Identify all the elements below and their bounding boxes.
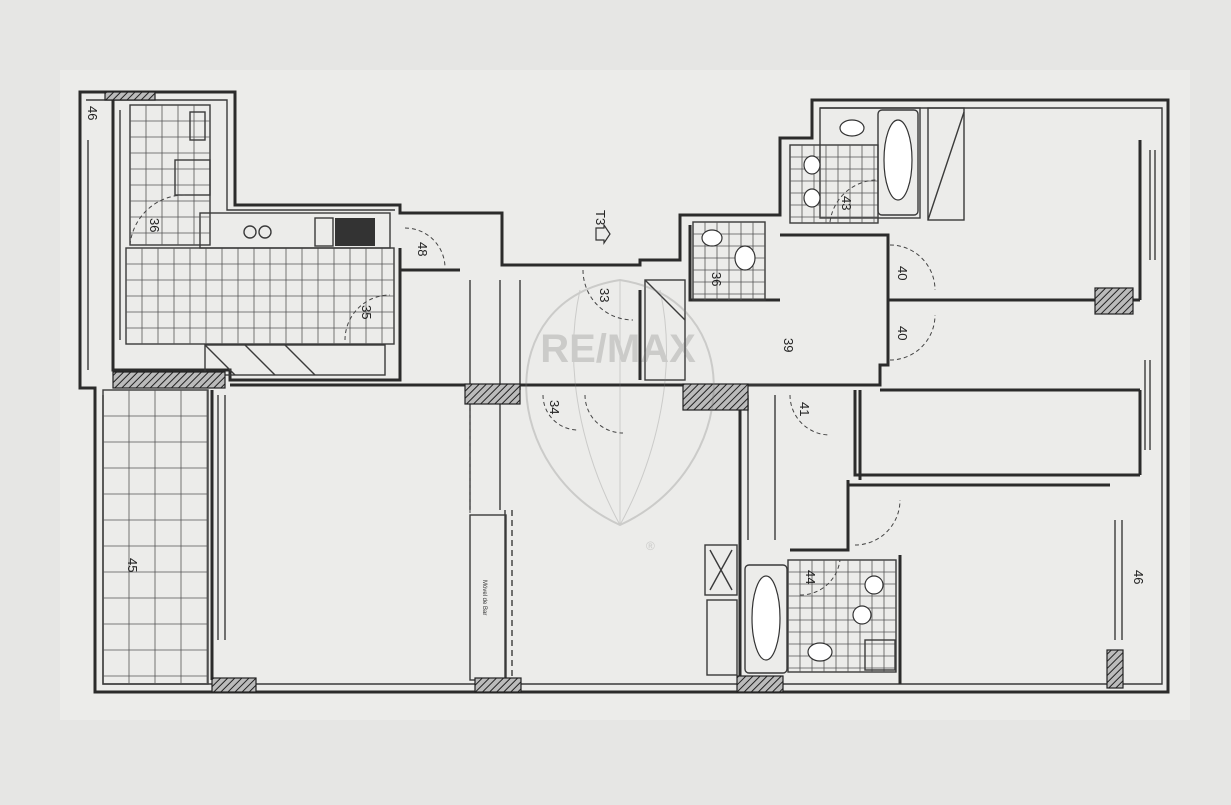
bathroom-bottom	[704, 544, 897, 676]
room-48-label: 48	[415, 242, 430, 256]
room-35-label: 35	[359, 305, 374, 319]
room-39-label: 39	[781, 338, 796, 352]
wardrobe-note: Móvel de Bar	[481, 580, 487, 615]
room-40a-label: 40	[895, 266, 910, 280]
interior-walls	[230, 140, 1142, 684]
stove	[335, 218, 375, 246]
room-36b-label: 36	[709, 272, 724, 286]
room-45-label: 45	[125, 558, 140, 572]
windows	[87, 140, 1156, 640]
balcony	[102, 110, 226, 685]
kitchen	[111, 100, 402, 382]
unit-label: T3	[593, 210, 608, 225]
watermark: RE/MAX ®	[525, 278, 715, 553]
watermark-text: RE/MAX	[540, 327, 696, 371]
door-swings	[404, 227, 936, 546]
laundry-tiles	[130, 105, 210, 245]
bathroom-top	[789, 107, 965, 224]
wc-small	[692, 221, 766, 301]
room-46a-label: 46	[85, 106, 100, 120]
room-36a-label: 36	[147, 218, 162, 232]
paper-sheet	[60, 70, 1190, 720]
kitchen-floor-tiles	[126, 248, 394, 344]
room-44-label: 44	[803, 570, 818, 584]
watermark-mark: ®	[646, 539, 655, 553]
room-labels: 46 36 48 35 33 36 43 40 40 39 34 41 45 4…	[85, 106, 1146, 584]
room-34-label: 34	[547, 400, 562, 414]
entry-arrow-icon	[595, 223, 611, 245]
balcony-tiles	[103, 390, 208, 684]
room-33-label: 33	[597, 288, 612, 302]
room-43-label: 43	[839, 196, 854, 210]
entry-marker: T3	[593, 210, 611, 245]
room-46b-label: 46	[1131, 570, 1146, 584]
room-41-label: 41	[797, 402, 812, 416]
structural-columns	[104, 91, 1134, 693]
room-40b-label: 40	[895, 326, 910, 340]
